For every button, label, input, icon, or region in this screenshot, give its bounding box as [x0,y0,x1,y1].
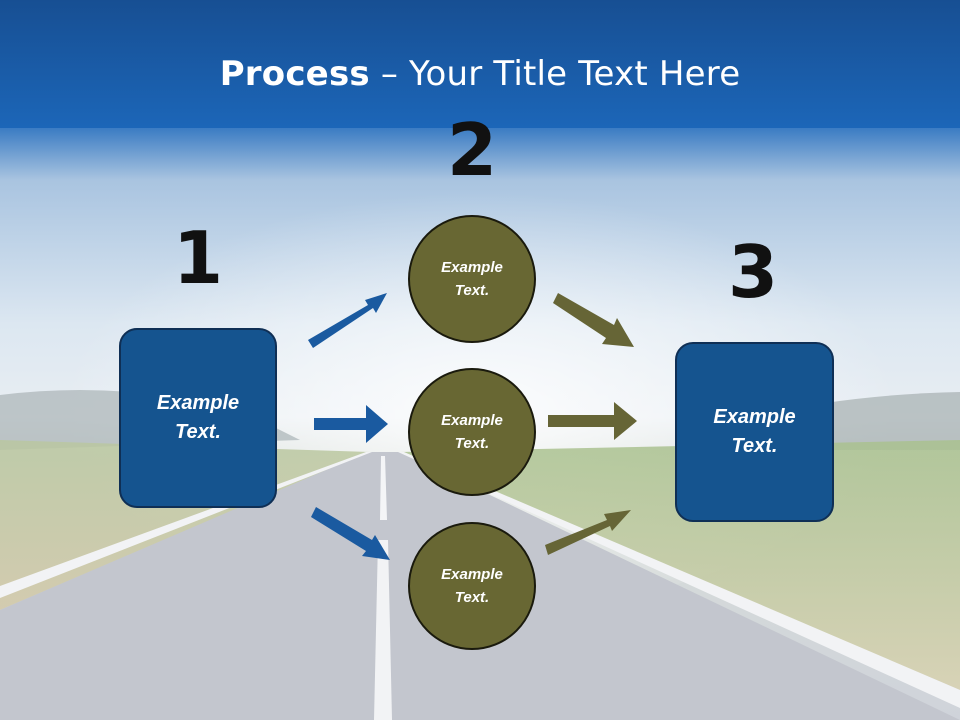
title-bold-part: Process [219,54,370,94]
circle-middle-line1: Example [441,412,503,429]
slide-title: Process – Your Title Text Here [0,52,960,96]
left-box-line2: Text. [175,421,221,443]
right-box-line2: Text. [731,435,778,457]
step-number-3: 3 [727,230,779,314]
step-number-1: 1 [172,216,224,300]
right-box-line1: Example [713,406,796,428]
arrow-from-bottom-circle [545,510,631,555]
circle-top-line2: Text. [454,282,490,299]
left-box-line1: Example [156,392,240,414]
circle-top-line1: Example [441,259,503,276]
arrow-from-top-circle [553,293,634,347]
arrow-from-middle-circle [548,402,637,440]
arrow-to-top-circle [308,293,387,348]
circle-bottom-line2: Text. [454,589,490,606]
circle-middle-line2: Text. [454,435,490,452]
arrow-to-middle-circle [314,405,388,443]
arrow-to-bottom-circle [311,507,390,560]
circle-bottom-line1: Example [441,566,503,583]
step-number-2: 2 [446,108,498,192]
title-rest-part: – Your Title Text Here [369,54,741,94]
